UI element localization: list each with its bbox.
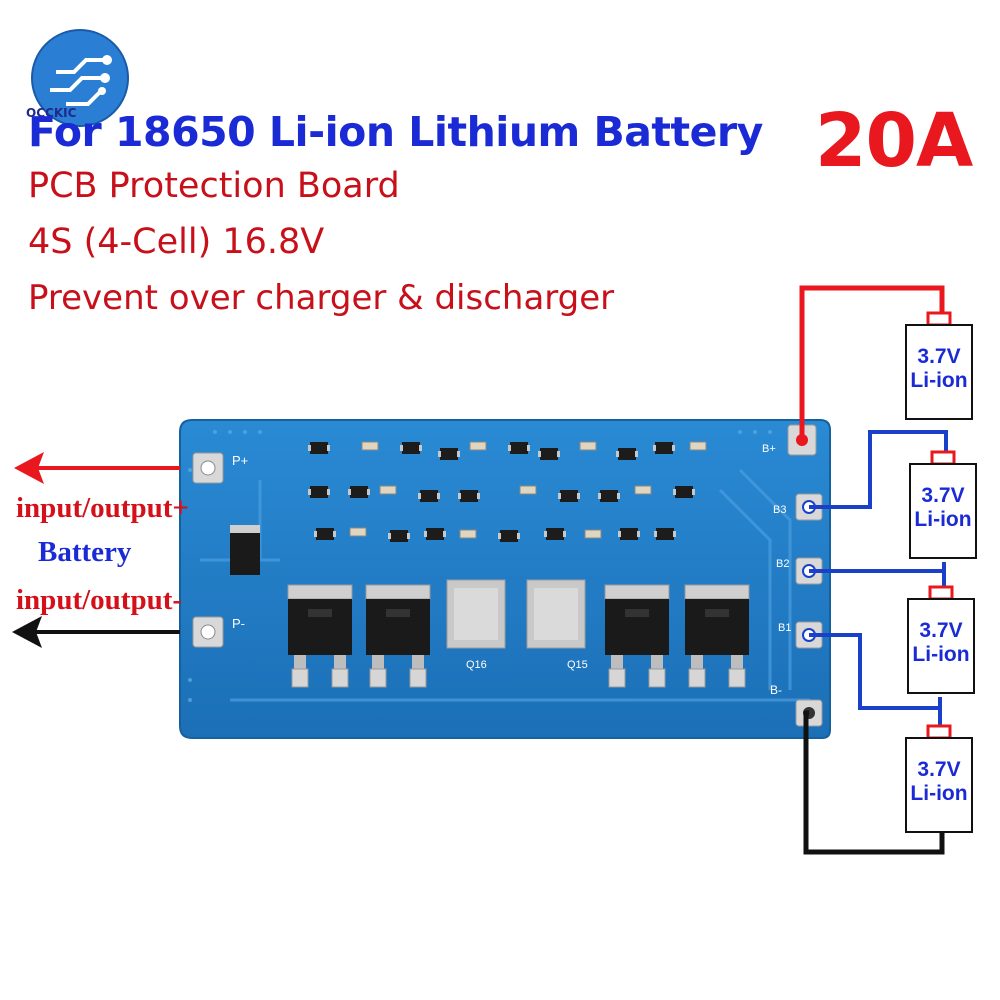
- diode-d1: [230, 525, 260, 575]
- copper-pad-q15: [526, 579, 586, 649]
- wire-red: [799, 285, 945, 440]
- mosfet-3: [604, 584, 670, 688]
- smd-part-23: [349, 527, 367, 537]
- pad-label-b-plus: B+: [762, 443, 776, 455]
- cell-3-label: 3.7V Li-ion: [908, 619, 974, 667]
- subtitle-line-3: Prevent over charger & discharger: [28, 278, 615, 318]
- smd-part-5: [469, 441, 487, 451]
- cell-2-type: Li-ion: [914, 508, 972, 531]
- battery-cell-3: [907, 585, 975, 694]
- smd-part-8: [579, 441, 597, 451]
- smd-components: [308, 441, 707, 542]
- wire-blue-b2: [809, 562, 946, 591]
- smd-part-16: [458, 490, 480, 502]
- wire-black: [803, 710, 945, 855]
- battery-cell-4: [905, 724, 973, 833]
- pcb-board: [179, 419, 831, 739]
- smd-part-12: [308, 486, 330, 498]
- cell-3-voltage: 3.7V: [919, 619, 963, 642]
- mosfet-4: [684, 584, 750, 688]
- arrow-positive: [14, 452, 180, 484]
- smd-part-11: [689, 441, 707, 451]
- smd-part-28: [544, 528, 566, 540]
- label-battery: Battery: [38, 536, 132, 568]
- smd-part-3: [400, 442, 422, 454]
- subtitle-line-1: PCB Protection Board: [28, 166, 400, 206]
- smd-part-18: [558, 490, 580, 502]
- smd-part-15: [418, 490, 440, 502]
- battery-cell-2: [909, 450, 977, 559]
- brand-logo: [31, 29, 129, 127]
- smd-part-31: [654, 528, 676, 540]
- label-q16: Q16: [466, 659, 487, 671]
- pad-p-minus: [192, 616, 224, 648]
- current-rating: 20A: [815, 98, 973, 184]
- smd-part-24: [388, 530, 410, 542]
- pad-p-plus: [192, 452, 224, 484]
- mosfet-1: [287, 584, 353, 688]
- page-title: For 18650 Li-ion Lithium Battery: [28, 108, 763, 156]
- smd-part-7: [538, 448, 560, 460]
- pad-label-p-minus: P-: [232, 616, 245, 631]
- smd-part-21: [673, 486, 695, 498]
- label-input-output-minus: input/output-: [16, 584, 183, 616]
- pad-label-b2: B2: [776, 558, 789, 570]
- smd-part-25: [424, 528, 446, 540]
- smd-part-10: [653, 442, 675, 454]
- cell-3-type: Li-ion: [912, 643, 970, 666]
- smd-part-6: [508, 442, 530, 454]
- smd-part-4: [438, 448, 460, 460]
- cell-2-label: 3.7V Li-ion: [910, 484, 976, 532]
- pad-label-b-minus: B-: [770, 683, 782, 697]
- battery-cell-1: [905, 311, 973, 420]
- cell-1-voltage: 3.7V: [917, 345, 961, 368]
- smd-part-9: [616, 448, 638, 460]
- cell-4-label: 3.7V Li-ion: [906, 758, 972, 806]
- smd-part-22: [314, 528, 336, 540]
- smd-part-14: [379, 485, 397, 495]
- smd-part-20: [634, 485, 652, 495]
- subtitle-line-2: 4S (4-Cell) 16.8V: [28, 222, 325, 262]
- smd-part-26: [459, 529, 477, 539]
- smd-part-27: [498, 530, 520, 542]
- smd-part-30: [618, 528, 640, 540]
- pad-label-p-plus: P+: [232, 453, 248, 468]
- smd-part-1: [308, 442, 330, 454]
- wire-blue-b3: [809, 430, 948, 509]
- label-input-output-plus: input/output+: [16, 492, 189, 524]
- smd-part-29: [584, 529, 602, 539]
- cell-4-voltage: 3.7V: [917, 758, 961, 781]
- wire-blue-b1: [809, 633, 942, 728]
- smd-part-13: [348, 486, 370, 498]
- battery-cells: [905, 311, 977, 833]
- smd-part-19: [598, 490, 620, 502]
- copper-pad-q16: [446, 579, 506, 649]
- mosfets: [287, 584, 750, 688]
- arrow-negative: [12, 616, 180, 648]
- mosfet-2: [365, 584, 431, 688]
- cell-1-type: Li-ion: [910, 369, 968, 392]
- label-q15: Q15: [567, 659, 588, 671]
- logo-text: OCCKIC: [26, 106, 77, 120]
- smd-part-2: [361, 441, 379, 451]
- cell-2-voltage: 3.7V: [921, 484, 965, 507]
- cell-1-label: 3.7V Li-ion: [906, 345, 972, 393]
- pad-label-b3: B3: [773, 504, 786, 516]
- pad-label-b1: B1: [778, 622, 791, 634]
- smd-part-17: [519, 485, 537, 495]
- cell-4-type: Li-ion: [910, 782, 968, 805]
